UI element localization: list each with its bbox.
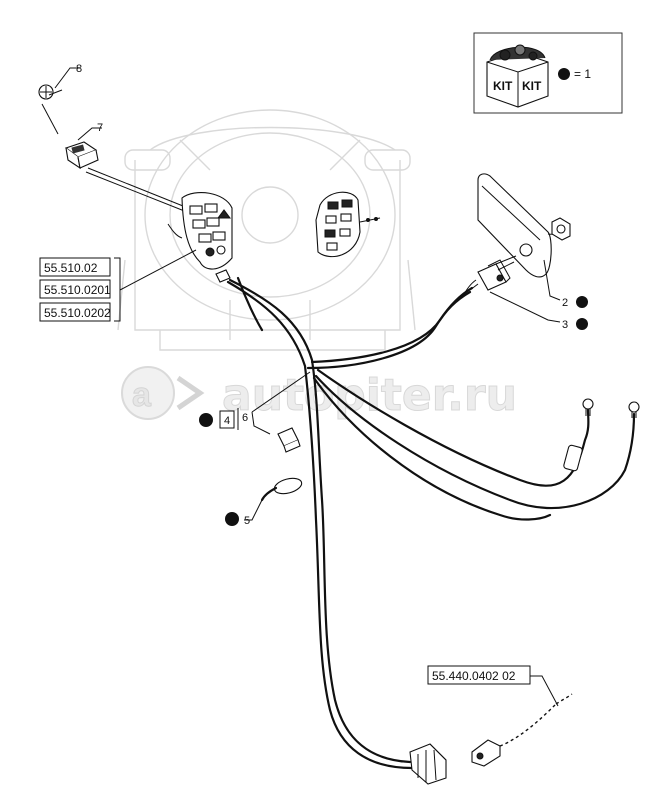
reference-label-4: 55.440.0402 02 (432, 669, 516, 683)
part-8-clip: 8 (38, 63, 82, 135)
bottom-connector-male (471, 693, 573, 767)
callout-8: 8 (76, 63, 82, 75)
kit-legend-dot-icon (558, 68, 570, 80)
part-3-key-switch: 3 (469, 255, 588, 331)
ring-terminals (582, 398, 640, 418)
panel-connector (215, 269, 231, 283)
callout-4: 4 (224, 415, 230, 427)
reference-label-2: 55.510.0201 (44, 283, 111, 297)
part-2-bracket-plate: 2 (477, 173, 588, 309)
kit-label-left: KIT (493, 79, 513, 93)
part-7-switch: 7 (64, 122, 193, 215)
reference-label-3: 55.510.0202 (44, 306, 111, 320)
reference-block: 55.510.02 55.510.0201 55.510.0202 (39, 249, 197, 322)
ghost-cab-outline (117, 109, 416, 351)
callout-5: 5 (244, 515, 250, 527)
reference-label-1: 55.510.02 (44, 261, 98, 275)
kit-marker-3-icon (576, 318, 588, 330)
callout-4-6-group: 4 6 (199, 408, 248, 430)
inline-fuse (563, 444, 583, 472)
kit-marker-4-icon (199, 413, 213, 427)
wiring-harness (226, 276, 636, 770)
watermark: a autopiter.ru (121, 366, 517, 422)
watermark-logo-letter: a (132, 376, 152, 414)
kit-legend-text: = 1 (574, 67, 591, 81)
reference-block-lower: 55.440.0402 02 (427, 665, 559, 707)
kit-marker-5-icon (225, 512, 239, 526)
part-6-connector (251, 371, 311, 453)
callout-2: 2 (562, 297, 568, 309)
watermark-arrow-icon (176, 375, 205, 411)
callout-6: 6 (242, 412, 248, 424)
watermark-text: autopiter.ru (222, 370, 517, 421)
right-switch-panel (315, 191, 381, 258)
callout-3: 3 (562, 319, 568, 331)
kit-icon: KIT KIT (486, 44, 549, 108)
left-switch-panel (167, 192, 233, 270)
kit-marker-2-icon (576, 296, 588, 308)
part-5-cable-tie: 5 (225, 477, 303, 527)
callout-7: 7 (97, 122, 103, 134)
kit-label-right: KIT (522, 79, 542, 93)
bottom-connector-female (409, 743, 447, 785)
kit-legend-box: KIT KIT = 1 (473, 32, 623, 114)
